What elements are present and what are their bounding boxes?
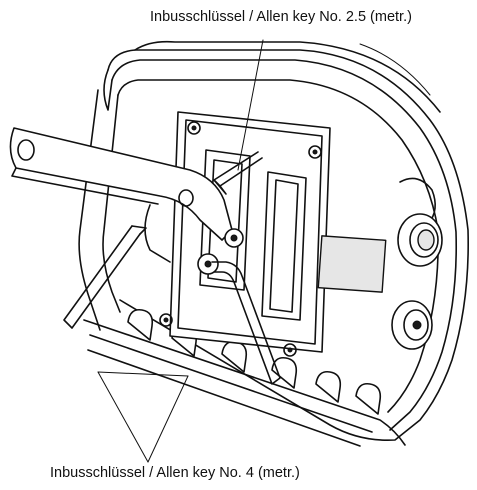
allen-key-large bbox=[63, 225, 281, 463]
callout-allen-key-2-5: Inbusschlüssel / Allen key No. 2.5 (metr… bbox=[150, 9, 412, 25]
callout-allen-key-4: Inbusschlüssel / Allen key No. 4 (metr.) bbox=[50, 465, 300, 481]
bracket-arm bbox=[9, 127, 244, 263]
connectors bbox=[391, 213, 443, 350]
mounting-plate bbox=[159, 111, 387, 357]
hinge-tabs bbox=[83, 308, 406, 447]
allen-key-small bbox=[213, 39, 264, 195]
device-housing bbox=[78, 40, 469, 442]
